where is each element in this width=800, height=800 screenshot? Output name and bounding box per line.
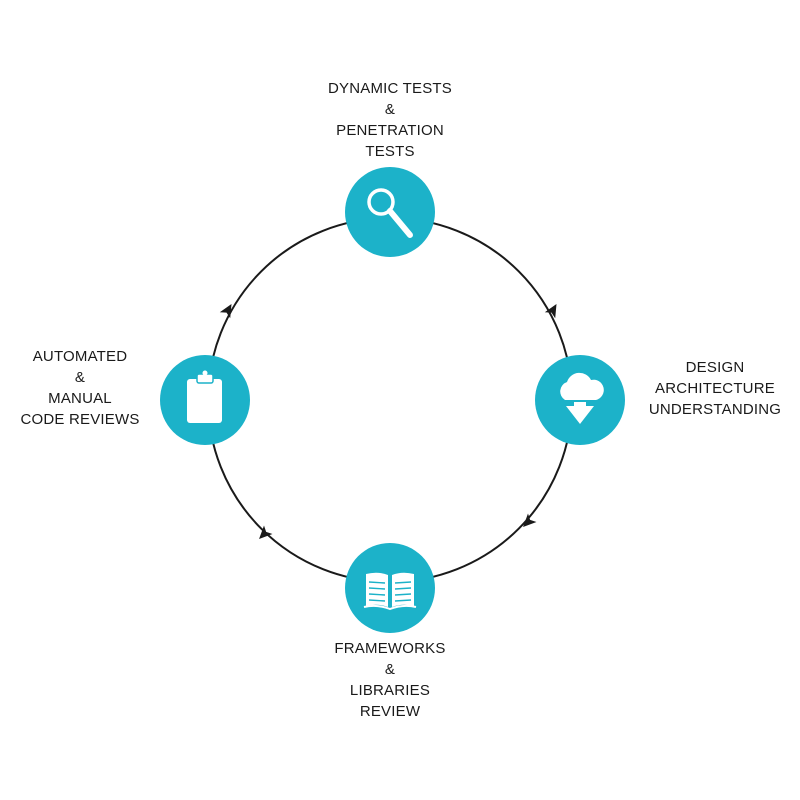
label-line: LIBRARIES — [349, 682, 431, 699]
arrow-right-lower — [523, 513, 537, 527]
label-line: & — [384, 101, 396, 118]
stage-label-top: DYNAMIC TESTS & PENETRATION TESTS — [290, 78, 490, 162]
label-line: AUTOMATED — [32, 348, 128, 365]
stage-label-left: AUTOMATED & MANUAL CODE REVIEWS — [0, 346, 160, 430]
stage-label-bottom: FRAMEWORKS & LIBRARIES REVIEW — [290, 638, 490, 722]
cloud-download-icon — [560, 372, 604, 424]
arrow-left-lower — [259, 525, 273, 539]
stage-node-bottom — [345, 543, 435, 633]
label-line: REVIEW — [359, 703, 421, 720]
label-line: & — [74, 369, 86, 386]
label-line: & — [384, 661, 396, 678]
label-line: CODE REVIEWS — [20, 411, 140, 428]
label-line: DESIGN — [685, 359, 745, 376]
label-line: MANUAL — [48, 390, 112, 407]
label-line: PENETRATION — [336, 122, 444, 139]
stage-node-top — [345, 167, 435, 257]
open-book-icon — [363, 572, 417, 611]
stage-node-left — [160, 355, 250, 445]
clipboard-icon — [187, 370, 222, 423]
label-line: UNDERSTANDING — [648, 401, 782, 418]
arrow-right-upper — [544, 303, 557, 319]
cycle-ring — [207, 217, 573, 583]
label-line: ARCHITECTURE — [655, 380, 775, 397]
arrow-left-upper — [219, 303, 232, 319]
magnifier-icon — [367, 188, 413, 238]
label-line: TESTS — [365, 143, 415, 160]
stage-label-right: DESIGN ARCHITECTURE UNDERSTANDING — [630, 357, 800, 420]
label-line: DYNAMIC TESTS — [327, 80, 452, 97]
label-line: FRAMEWORKS — [334, 640, 446, 657]
stage-node-right — [535, 355, 625, 445]
